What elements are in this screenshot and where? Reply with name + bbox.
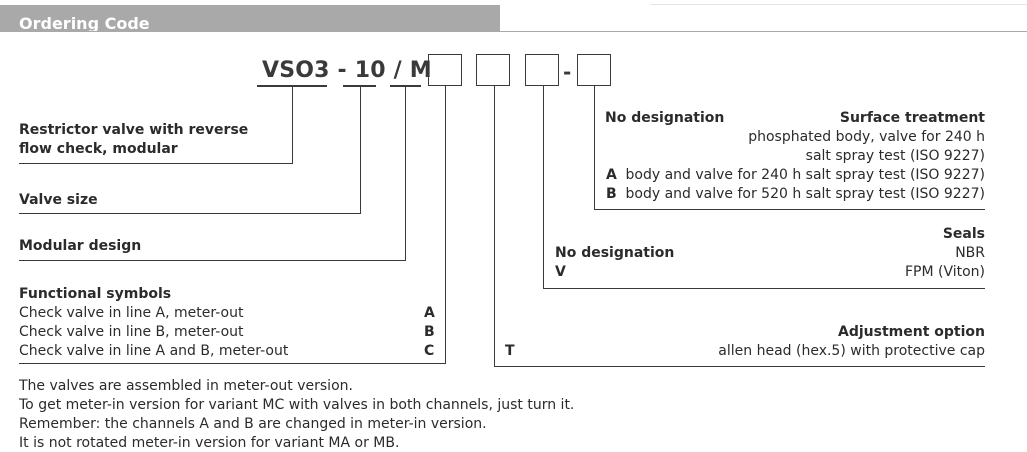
leader-adjustment-h xyxy=(494,366,985,367)
fs-row-c-code: C xyxy=(424,343,435,359)
leader-modular-v xyxy=(405,87,406,261)
leader-functional-h xyxy=(19,363,445,364)
seals-nbr: NBR xyxy=(955,245,985,261)
leader-size-v xyxy=(360,87,361,214)
leader-modular-h xyxy=(19,260,405,261)
code-box-functional-symbol xyxy=(428,54,462,86)
adjustment-title: Adjustment option xyxy=(838,324,985,340)
note-line-1: The valves are assembled in meter-out ve… xyxy=(19,378,353,394)
adjustment-t-code: T xyxy=(505,343,515,359)
surface-default-line1: phosphated body, valve for 240 h xyxy=(748,129,985,145)
top-right-divider xyxy=(650,0,1027,5)
note-line-4: It is not rotated meter-in version for v… xyxy=(19,435,400,451)
leader-surface-v xyxy=(594,86,595,210)
code-box-adjustment xyxy=(476,54,510,86)
surface-row-a-text: body and valve for 240 h salt spray test… xyxy=(625,167,986,183)
leader-adjustment-v xyxy=(494,86,495,367)
underline-vso3 xyxy=(257,85,327,87)
seals-no-designation: No designation xyxy=(555,245,675,261)
restrictor-label-line2: flow check, modular xyxy=(19,141,178,157)
code-box-surface xyxy=(577,54,611,86)
seals-v-code: V xyxy=(555,264,566,280)
underline-m xyxy=(390,85,421,87)
seals-title: Seals xyxy=(942,226,985,242)
surface-row-b-code: B xyxy=(606,186,617,202)
leader-restrictor-h xyxy=(19,163,292,164)
leader-seals-h xyxy=(543,288,985,289)
valve-size-label: Valve size xyxy=(19,192,98,208)
modular-design-label: Modular design xyxy=(19,238,142,254)
fs-row-c-label: Check valve in line A and B, meter-out xyxy=(19,343,289,359)
underline-size xyxy=(343,85,376,87)
functional-symbols-label: Functional symbols xyxy=(19,286,172,302)
surface-treatment-title: Surface treatment xyxy=(839,110,985,126)
fs-row-b-label: Check valve in line B, meter-out xyxy=(19,324,244,340)
restrictor-label-line1: Restrictor valve with reverse xyxy=(19,122,249,138)
section-title: Ordering Code xyxy=(19,14,150,33)
note-line-3: Remember: the channels A and B are chang… xyxy=(19,416,487,432)
surface-no-designation: No designation xyxy=(605,110,725,126)
header-rule xyxy=(0,31,1027,32)
ordering-code-prefix: VSO3 - 10 / M xyxy=(262,58,432,83)
surface-default-line2: salt spray test (ISO 9227) xyxy=(805,148,985,164)
seals-fpm: FPM (Viton) xyxy=(904,264,985,280)
section-header: Ordering Code xyxy=(0,5,500,33)
code-dash: - xyxy=(563,60,572,84)
leader-size-h xyxy=(19,213,360,214)
leader-surface-h xyxy=(594,209,985,210)
leader-seals-v xyxy=(543,86,544,289)
fs-row-a-label: Check valve in line A, meter-out xyxy=(19,305,244,321)
surface-row-a-code: A xyxy=(606,167,617,183)
adjustment-text: allen head (hex.5) with protective cap xyxy=(718,343,985,359)
fs-row-b-code: B xyxy=(424,324,435,340)
surface-row-b-text: body and valve for 520 h salt spray test… xyxy=(625,186,986,202)
fs-row-a-code: A xyxy=(424,305,435,321)
leader-functional-v xyxy=(445,86,446,364)
leader-restrictor-v xyxy=(292,87,293,164)
note-line-2: To get meter-in version for variant MC w… xyxy=(19,397,575,413)
code-box-seals xyxy=(525,54,559,86)
